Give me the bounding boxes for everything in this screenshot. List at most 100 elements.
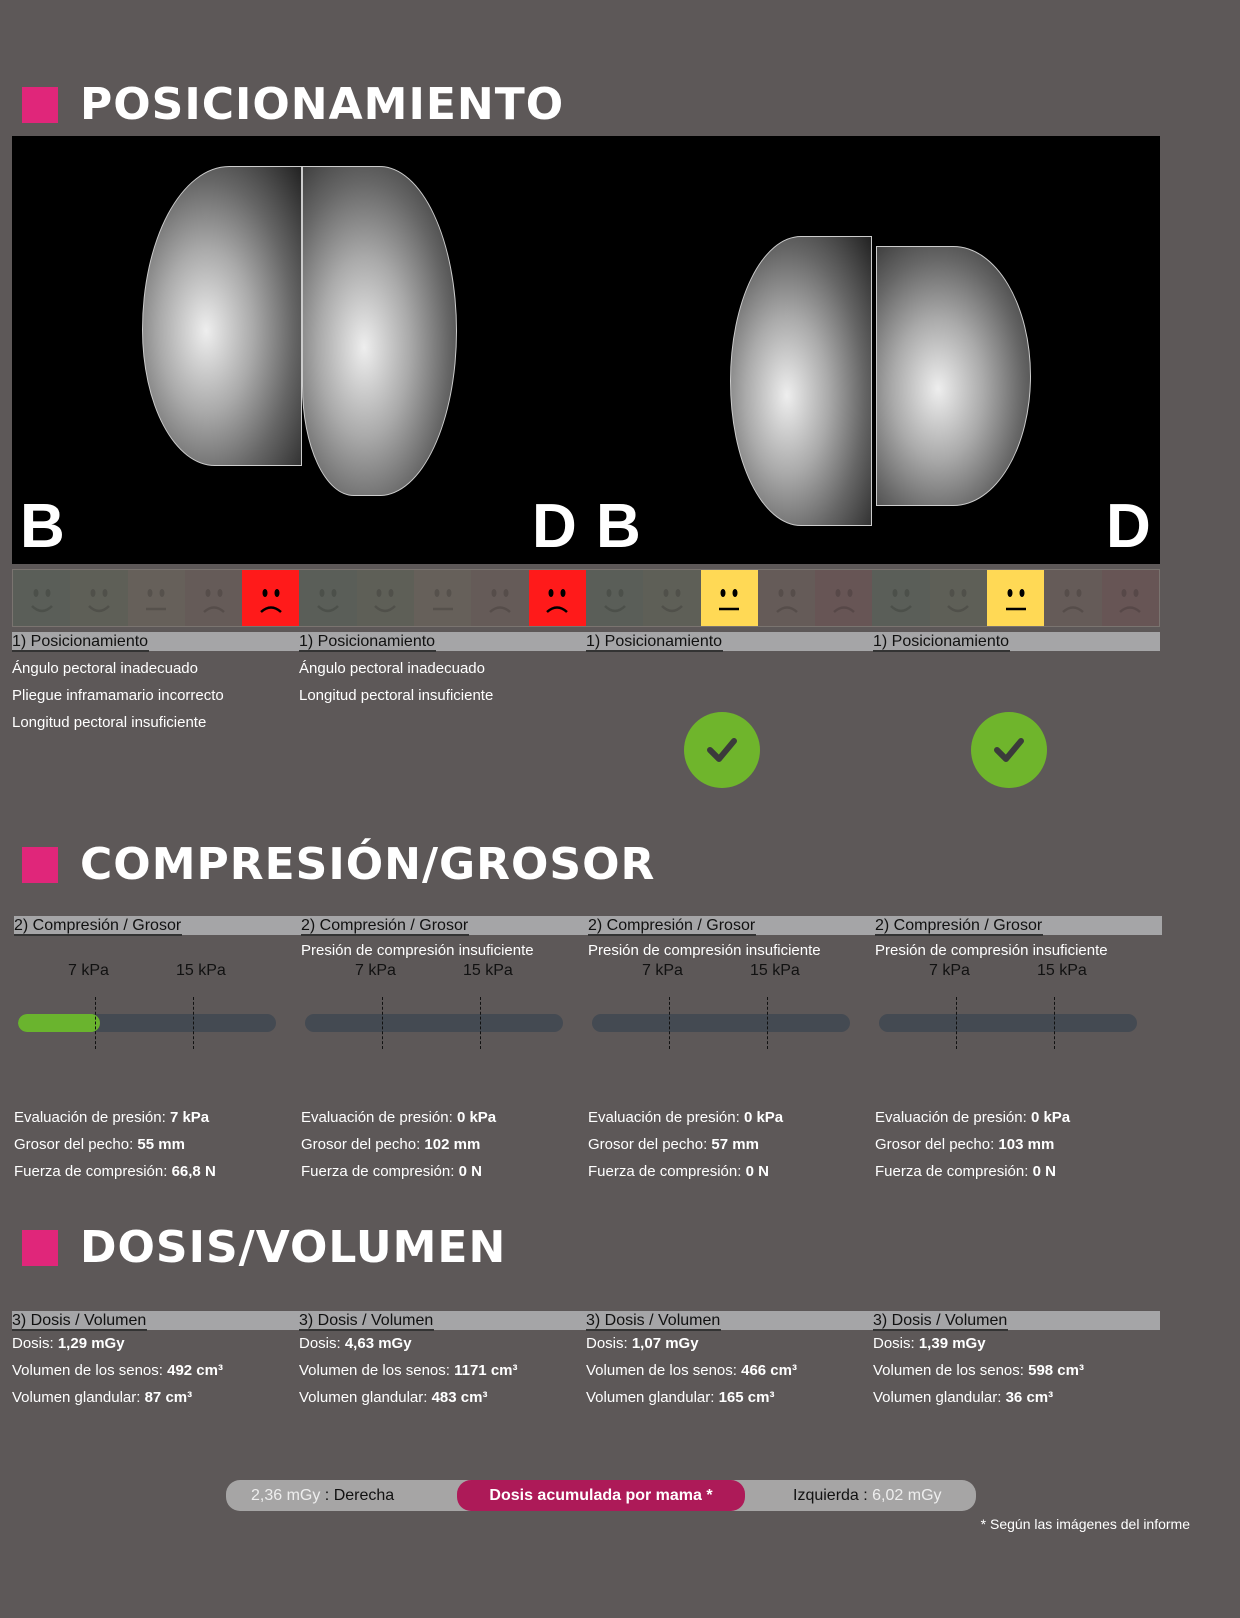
- tick-label: 7 kPa: [68, 962, 109, 979]
- section-header: 3) Dosis / Volumen: [586, 1311, 873, 1331]
- mammogram-right-2: [876, 246, 1031, 506]
- section-title: COMPRESIÓN/GROSOR: [80, 839, 656, 890]
- sad-face-icon: [757, 570, 816, 626]
- section-dose: DOSIS/VOLUMEN: [22, 1222, 506, 1273]
- pressure-gauge: 7 kPa 15 kPa: [875, 962, 1162, 1052]
- footnote: * Según las imágenes del informe: [980, 1516, 1190, 1532]
- compression-column: 2) Compresión / Grosor Presión de compre…: [301, 916, 588, 1185]
- force-row: Fuerza de compresión: 66,8 N: [14, 1163, 216, 1180]
- tick-label: 15 kPa: [176, 962, 226, 979]
- pressure-track: [305, 1014, 563, 1032]
- force-row: Fuerza de compresión: 0 N: [301, 1163, 482, 1180]
- tick-15kpa: [1054, 997, 1055, 1049]
- gland-volume-row: Volumen glandular: 36 cm³: [873, 1389, 1054, 1406]
- accumulated-dose-bar: 2,36 mGy : Derecha Dosis acumulada por m…: [226, 1480, 976, 1511]
- section-header: 3) Dosis / Volumen: [873, 1311, 1160, 1331]
- section-header: 2) Compresión / Grosor: [875, 916, 1162, 936]
- very-sad-face-icon: [528, 570, 586, 626]
- pressure-fill: [18, 1014, 101, 1032]
- very-happy-face-icon: [872, 570, 930, 626]
- section-header: 3) Dosis / Volumen: [299, 1311, 586, 1331]
- section-header: 3) Dosis / Volumen: [12, 1311, 299, 1331]
- pressure-row: Evaluación de presión: 0 kPa: [301, 1109, 497, 1126]
- breast-volume-row: Volumen de los senos: 466 cm³: [586, 1362, 797, 1379]
- breast-volume-row: Volumen de los senos: 492 cm³: [12, 1362, 223, 1379]
- issue-text: Longitud pectoral insuficiente: [12, 714, 207, 731]
- tick-15kpa: [193, 997, 194, 1049]
- dose-row: Dosis: 1,39 mGy: [873, 1335, 986, 1352]
- thickness-row: Grosor del pecho: 57 mm: [588, 1136, 759, 1153]
- compression-column: 2) Compresión / Grosor Presión de compre…: [588, 916, 875, 1185]
- view-label: D: [1106, 492, 1151, 561]
- happy-face-icon: [356, 570, 415, 626]
- pressure-gauge: 7 kPa 15 kPa: [588, 962, 875, 1052]
- neutral-face-icon: [700, 570, 758, 626]
- pressure-track: [592, 1014, 850, 1032]
- tick-label: 7 kPa: [929, 962, 970, 979]
- gland-volume-row: Volumen glandular: 87 cm³: [12, 1389, 193, 1406]
- compression-column: 2) Compresión / Grosor 7 kPa 15 kPa Eval…: [14, 916, 301, 1185]
- section-title: POSICIONAMIENTO: [80, 79, 565, 130]
- check-icon: [684, 712, 760, 788]
- sad-face-icon: [471, 570, 529, 626]
- gland-volume-row: Volumen glandular: 165 cm³: [586, 1389, 775, 1406]
- breast-volume-row: Volumen de los senos: 1171 cm³: [299, 1362, 518, 1379]
- sad-face-icon: [1044, 570, 1102, 626]
- issue-text: Longitud pectoral insuficiente: [299, 687, 494, 704]
- issue-text: Pliegue inframamario incorrecto: [12, 687, 224, 704]
- dose-row: Dosis: 1,29 mGy: [12, 1335, 125, 1352]
- issue-text: Ángulo pectoral inadecuado: [12, 660, 198, 677]
- section-positioning: POSICIONAMIENTO: [22, 79, 564, 130]
- tick-15kpa: [480, 997, 481, 1049]
- tick-label: 15 kPa: [463, 962, 513, 979]
- mammogram-right-1: [730, 236, 872, 526]
- section-marker: [22, 86, 58, 123]
- happy-face-icon: [929, 570, 988, 626]
- tick-label: 15 kPa: [750, 962, 800, 979]
- thickness-row: Grosor del pecho: 103 mm: [875, 1136, 1055, 1153]
- force-row: Fuerza de compresión: 0 N: [875, 1163, 1056, 1180]
- section-compression: COMPRESIÓN/GROSOR: [22, 839, 655, 890]
- dose-column: 3) Dosis / Volumen Dosis: 1,07 mGy Volum…: [586, 1311, 873, 1411]
- very-happy-face-icon: [13, 570, 71, 626]
- check-icon: [971, 712, 1047, 788]
- pressure-row: Evaluación de presión: 0 kPa: [588, 1109, 784, 1126]
- section-header: 2) Compresión / Grosor: [588, 916, 875, 936]
- section-header: 1) Posicionamiento: [586, 632, 873, 652]
- pressure-gauge: 7 kPa 15 kPa: [301, 962, 588, 1052]
- happy-face-icon: [643, 570, 701, 626]
- very-sad-face-icon: [1101, 570, 1159, 626]
- thickness-row: Grosor del pecho: 102 mm: [301, 1136, 481, 1153]
- section-header: 1) Posicionamiento: [12, 632, 299, 652]
- rating-strip: [12, 569, 1160, 627]
- tick-label: 7 kPa: [355, 962, 396, 979]
- neutral-face-icon: [987, 570, 1045, 626]
- tick-label: 15 kPa: [1037, 962, 1087, 979]
- section-header: 1) Posicionamiento: [299, 632, 586, 652]
- pressure-track: [879, 1014, 1137, 1032]
- pressure-row: Evaluación de presión: 0 kPa: [875, 1109, 1071, 1126]
- pressure-row: Evaluación de presión: 7 kPa: [14, 1109, 210, 1126]
- issue-text: Ángulo pectoral inadecuado: [299, 660, 485, 677]
- very-happy-face-icon: [299, 570, 357, 626]
- section-title: DOSIS/VOLUMEN: [80, 1222, 507, 1273]
- compression-warning: Presión de compresión insuficiente: [875, 942, 1108, 959]
- happy-face-icon: [70, 570, 128, 626]
- force-row: Fuerza de compresión: 0 N: [588, 1163, 769, 1180]
- sad-face-icon: [184, 570, 243, 626]
- compression-warning: Presión de compresión insuficiente: [301, 942, 534, 959]
- tick-7kpa: [382, 997, 383, 1049]
- section-marker: [22, 1229, 58, 1266]
- compression-column: 2) Compresión / Grosor Presión de compre…: [875, 916, 1162, 1185]
- dose-column: 3) Dosis / Volumen Dosis: 1,29 mGy Volum…: [12, 1311, 299, 1411]
- accumulated-dose-title: Dosis acumulada por mama *: [457, 1480, 745, 1511]
- view-label: D: [532, 492, 577, 561]
- dose-row: Dosis: 1,07 mGy: [586, 1335, 699, 1352]
- section-marker: [22, 846, 58, 883]
- compression-warning: Presión de compresión insuficiente: [588, 942, 821, 959]
- tick-label: 7 kPa: [642, 962, 683, 979]
- tick-15kpa: [767, 997, 768, 1049]
- neutral-face-icon: [414, 570, 472, 626]
